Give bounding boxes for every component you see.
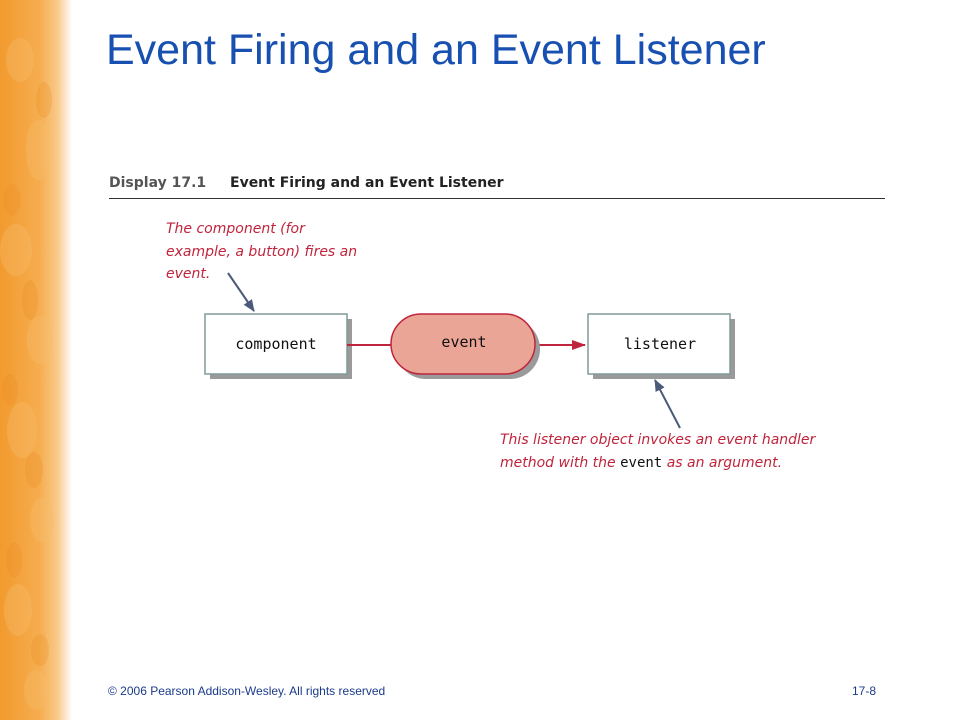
listener-pointer-arrow [654, 379, 681, 429]
listener-annotation-code: event [620, 455, 662, 471]
display-title: Event Firing and an Event Listener [230, 175, 504, 191]
component-annotation-line1: The component (for [166, 221, 306, 237]
footer-page-number: 17-8 [852, 684, 877, 698]
component-annotation-line3: event. [166, 266, 210, 282]
listener-annotation-line2-prefix: method with the [500, 455, 620, 471]
footer-copyright: © 2006 Pearson Addison-Wesley. All right… [108, 684, 386, 698]
decorative-orange-stripe [0, 0, 72, 720]
component-pointer-arrow [227, 272, 255, 312]
component-label: component [235, 335, 316, 353]
component-annotation-line2: example, a button) fires an [166, 244, 357, 260]
listener-box: listener [587, 313, 735, 379]
slide-title: Event Firing and an Event Listener [106, 26, 766, 74]
listener-annotation-line2: method with the event as an argument. [500, 455, 782, 471]
event-capsule: event [390, 313, 540, 379]
component-annotation: The component (for example, a button) fi… [166, 221, 357, 282]
event-label: event [441, 333, 486, 351]
listener-annotation-line1: This listener object invokes an event ha… [500, 432, 817, 448]
listener-annotation-line2-suffix: as an argument. [662, 455, 782, 471]
listener-label: listener [624, 335, 696, 353]
display-header: Display 17.1 Event Firing and an Event L… [109, 172, 885, 199]
component-box: component [204, 313, 352, 379]
display-number: Display 17.1 [109, 175, 207, 191]
listener-annotation: This listener object invokes an event ha… [500, 432, 817, 471]
